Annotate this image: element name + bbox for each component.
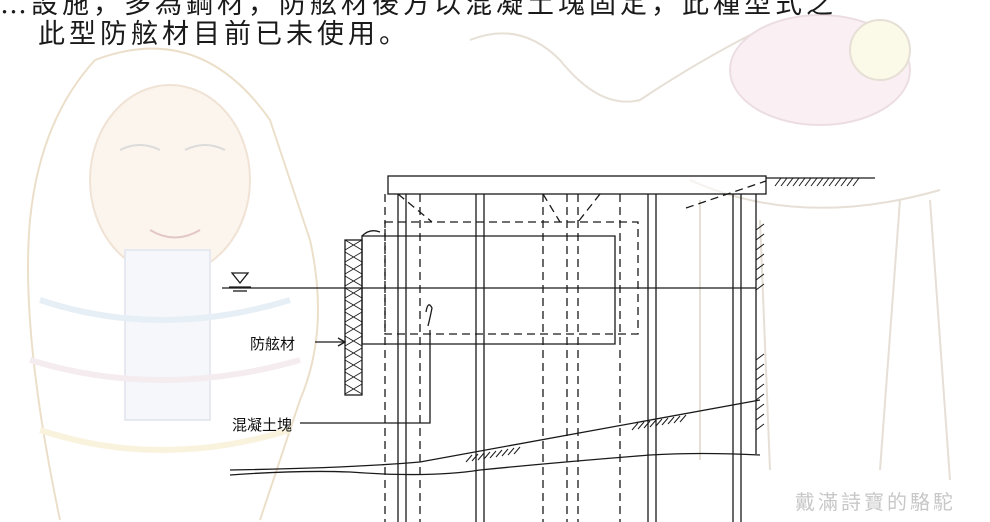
cutoff-text-line: …設施，多為鋼材，防舷材後方以混凝土塊固定，此種型式之: [0, 0, 837, 20]
seabed-slope: [229, 399, 761, 471]
watermark-signature: 戴滿詩寶的駱駝: [795, 490, 956, 514]
concrete-block: [361, 235, 616, 345]
retaining-wall-hatch: [755, 223, 765, 431]
concrete-block-hidden: [384, 221, 639, 335]
intro-text: 此型防舷材目前已未使用。: [38, 19, 410, 50]
anchor-hook: [425, 304, 433, 327]
fender-board: [344, 239, 363, 396]
camel-illustration: [469, 14, 951, 481]
label-fender: 防舷材: [250, 335, 296, 353]
label-concrete-block: 混凝土塊: [232, 416, 293, 434]
seabed-hatch: [465, 414, 687, 463]
concrete-leader-line: [300, 330, 431, 424]
fender-hatch: [344, 239, 363, 395]
deck-slab: [387, 175, 767, 195]
seabed-lower: [229, 452, 761, 476]
fender-leader-arrow: [337, 337, 347, 347]
ground-hatch-top: [774, 177, 860, 187]
pharaoh-illustration: [27, 47, 319, 521]
water-level-symbol: [229, 272, 251, 292]
